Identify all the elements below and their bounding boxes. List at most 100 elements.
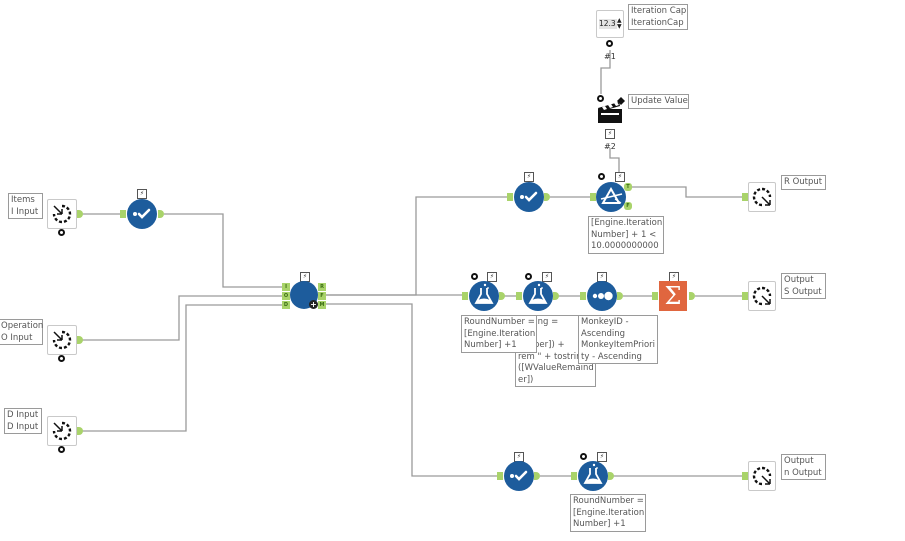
macro-output-n[interactable] [748, 461, 776, 491]
sort-dots-icon [592, 291, 613, 301]
annotation-formula-bottom: RoundNumber = [Engine.Iteration Number] … [570, 494, 646, 532]
input-anchor-I[interactable]: I [282, 283, 290, 291]
select-tool-items[interactable] [127, 199, 157, 229]
formula-flask-icon [583, 463, 603, 484]
input-anchor[interactable] [590, 193, 596, 201]
input-anchor-D[interactable]: D [282, 301, 290, 309]
annotation-r-output: R Output [781, 175, 826, 190]
input-anchor[interactable] [652, 292, 658, 300]
add-plus-icon: + [309, 300, 318, 309]
input-anchor[interactable] [742, 472, 748, 480]
macro-input-icon [52, 330, 72, 350]
output-anchor[interactable] [77, 210, 83, 218]
lightning-bolt-icon: ⚡ [542, 272, 552, 282]
macro-input-icon [52, 421, 72, 441]
connection-label-1: #1 [604, 52, 616, 61]
lightning-bolt-icon: ⚡ [487, 272, 497, 282]
summarize-tool[interactable]: Σ [659, 281, 687, 311]
config-gear-icon [606, 40, 613, 47]
output-anchor-F[interactable]: F [318, 292, 326, 300]
input-anchor[interactable] [120, 210, 126, 218]
numeric-updown-tool[interactable]: 12.3 ▲▼ [596, 10, 624, 38]
connection-label-2: #2 [604, 142, 616, 151]
config-gear-icon [580, 453, 587, 460]
lightning-bolt-icon: ⚡ [605, 129, 615, 139]
select-tool-top[interactable] [514, 182, 544, 212]
lightning-bolt-icon: ⚡ [597, 452, 607, 462]
output-anchor[interactable] [617, 292, 623, 300]
config-gear-icon [58, 355, 65, 362]
output-anchor[interactable] [77, 427, 83, 435]
macro-input-icon [52, 204, 72, 224]
filter-tool[interactable] [596, 182, 626, 212]
lightning-bolt-icon: ⚡ [615, 172, 625, 182]
macro-output-icon [752, 466, 772, 486]
clapperboard-icon [598, 97, 625, 123]
annotation-operation-input: Operation O Input [0, 319, 43, 345]
macro-output-icon [752, 286, 772, 306]
connection-filter-T-to-R-output [630, 186, 742, 198]
annotation-update-value: Update Value [628, 94, 689, 109]
filter-true-anchor[interactable]: T [624, 183, 632, 191]
annotation-s-output: Output S Output [781, 273, 826, 299]
sigma-icon: Σ [664, 282, 682, 310]
input-anchor[interactable] [516, 292, 522, 300]
macro-input-d[interactable] [47, 416, 77, 446]
output-anchor[interactable] [499, 292, 505, 300]
select-tool-bottom[interactable] [504, 461, 534, 491]
output-anchor[interactable] [544, 193, 550, 201]
output-anchor-M[interactable]: M [318, 301, 326, 309]
input-anchor[interactable] [742, 193, 748, 201]
annotation-n-output: Output n Output [781, 454, 826, 480]
output-anchor-R[interactable]: R [318, 283, 326, 291]
connection-d-input-to-central-D [82, 304, 282, 432]
output-anchor[interactable] [158, 210, 164, 218]
macro-output-icon [752, 187, 772, 207]
formula-tool-bottom[interactable] [578, 461, 608, 491]
input-anchor[interactable] [571, 472, 577, 480]
update-value-action-tool[interactable] [597, 97, 627, 125]
annotation-sort: MonkeyID - Ascending MonkeyItemPriori ty… [578, 315, 658, 364]
connection-update-to-filter [609, 148, 620, 174]
output-anchor[interactable] [553, 292, 559, 300]
config-gear-icon [471, 273, 478, 280]
input-anchor-O[interactable]: O [282, 292, 290, 300]
connection-operation-input-to-central-O [82, 295, 282, 341]
macro-output-r[interactable] [748, 182, 776, 212]
annotation-d-input: D Input D Input [4, 408, 42, 434]
input-anchor[interactable] [462, 292, 468, 300]
connection-central-M-to-bottom-select [326, 303, 497, 477]
formula-tool-string[interactable] [523, 281, 553, 311]
connection-select-to-central-I [164, 213, 282, 288]
output-anchor[interactable] [77, 336, 83, 344]
output-anchor[interactable] [689, 292, 695, 300]
connection-iteration-cap-to-update [600, 50, 611, 94]
macro-input-operation[interactable] [47, 325, 77, 355]
macro-input-items[interactable] [47, 199, 77, 229]
sort-tool[interactable] [587, 281, 617, 311]
filter-prism-icon [600, 186, 623, 204]
output-anchor[interactable] [608, 472, 614, 480]
numeric-value-display: 12.3 [599, 19, 617, 29]
formula-flask-icon [474, 283, 494, 304]
input-anchor[interactable] [580, 292, 586, 300]
input-anchor[interactable] [507, 193, 513, 201]
select-checkmark-icon [520, 191, 538, 202]
lightning-bolt-icon: ⚡ [524, 172, 534, 182]
formula-tool-round-number[interactable] [469, 281, 499, 311]
config-gear-icon [58, 229, 65, 236]
annotation-items-input: Items I Input [8, 193, 43, 219]
select-checkmark-icon [510, 470, 528, 481]
output-anchor[interactable] [534, 472, 540, 480]
spinner-arrows-icon: ▲▼ [617, 17, 622, 30]
filter-false-anchor[interactable]: F [624, 202, 632, 210]
input-anchor[interactable] [742, 292, 748, 300]
macro-output-s[interactable] [748, 281, 776, 311]
config-gear-icon [597, 95, 604, 102]
select-checkmark-icon [133, 208, 151, 219]
annotation-formula-round-number: RoundNumber = [Engine.Iteration Number] … [461, 315, 537, 353]
lightning-bolt-icon: ⚡ [137, 189, 147, 199]
input-anchor[interactable] [497, 472, 503, 480]
